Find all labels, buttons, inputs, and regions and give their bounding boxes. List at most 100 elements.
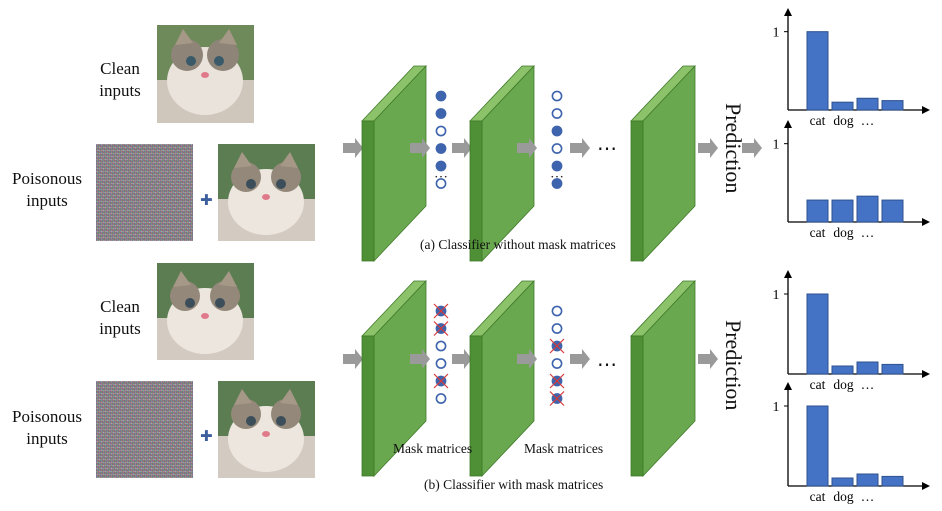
- row-a-mask-1-node: [435, 143, 447, 154]
- row-a-layer-3-face: [642, 64, 696, 263]
- row-b-mask-2-cross-mark: [549, 391, 565, 406]
- row-b-arrow-5: [698, 349, 718, 369]
- chart-1-bar: [806, 31, 829, 111]
- row-b-layer-3-face: [642, 279, 696, 478]
- caption-a: (a) Classifier without mask matrices: [420, 237, 616, 252]
- chart-4-bar: [831, 477, 854, 487]
- chart-3-x-arrow: [922, 370, 930, 378]
- chart-1-category-label: dog: [833, 113, 854, 128]
- poisoned-cat-image-a: [218, 144, 315, 241]
- chart-1-bar: [856, 97, 879, 111]
- chart-4-category-label: …: [861, 489, 875, 504]
- prediction-label-b: Prediction: [721, 320, 746, 411]
- chart-3-ytick-label: 1: [773, 288, 780, 303]
- row-a-mask-2-node: [551, 108, 563, 119]
- chart-2-category-label: dog: [833, 225, 854, 240]
- chart-4-bar: [856, 473, 879, 487]
- chart-3-bar: [856, 361, 879, 375]
- plus-icon-a: ✚: [200, 191, 213, 209]
- row-a-arrow-5: [698, 138, 718, 158]
- chart-1-x-arrow: [922, 106, 930, 114]
- row-b-arrow-3: [517, 349, 537, 369]
- chart-1-y-arrow: [784, 8, 792, 16]
- row-a-layer-2-side: [469, 120, 483, 262]
- row-a-arrow-1: [410, 138, 430, 158]
- row-a-layer-1-side: [361, 120, 375, 262]
- row-b-arrow-4: [570, 349, 590, 369]
- row-a-arrow-4: [570, 138, 590, 158]
- row-a-mask-2-ellipsis: …: [550, 167, 564, 182]
- chart-2-bar: [831, 199, 854, 223]
- layer-ellipsis-a: ⋯: [597, 138, 618, 160]
- row-b-mask-1-node: [435, 340, 447, 352]
- row-b-mask-2-cross-mark: [549, 373, 565, 389]
- row-a-mask-2-node: [551, 178, 563, 189]
- row-b-mask-2-node: [551, 305, 563, 317]
- row-b-mask-2-cross-mark: [549, 338, 565, 354]
- chart-3-category-label: cat: [810, 377, 826, 392]
- row-a-mask-1-node: [435, 125, 447, 137]
- row-a-mask-1-node: [435, 160, 447, 172]
- row-b-arrow-1: [410, 349, 430, 369]
- row-b-layer-3-side: [630, 335, 644, 477]
- prediction-label-a: Prediction: [721, 103, 746, 194]
- chart-2-category-label: …: [861, 225, 875, 240]
- chart-3-bar: [806, 293, 829, 375]
- row-a-mask-2-node: [551, 143, 563, 154]
- chart-3-category-label: dog: [833, 377, 854, 392]
- row-a-layer-3-side: [630, 120, 644, 262]
- chart-1-category-label: …: [861, 113, 875, 128]
- plus-icon-b: ✚: [200, 427, 213, 445]
- chart-1-ytick-label: 1: [773, 26, 780, 41]
- row-b-mask-1-node: [435, 358, 447, 369]
- row-b-arrow-2: [452, 349, 472, 369]
- row-b-mask-1-cross-mark: [433, 303, 449, 319]
- row-a-layer-2-face: [481, 64, 535, 263]
- chart-4-y-arrow: [784, 382, 792, 390]
- mask-matrices-label-2: Mask matrices: [524, 441, 604, 456]
- chart-3-category-label: …: [861, 377, 875, 392]
- chart-3-y-arrow: [784, 270, 792, 278]
- row-b-mask-1-cross-mark: [433, 321, 449, 336]
- chart-2-bar: [856, 195, 879, 223]
- row-a-arrow-3: [517, 138, 537, 158]
- row-b-mask-1-cross-mark: [433, 373, 449, 389]
- chart-1-bar: [881, 100, 904, 111]
- chart-4-category-label: dog: [833, 489, 854, 504]
- chart-2-bar: [806, 199, 829, 223]
- chart-1-bar: [831, 101, 854, 111]
- row-a-mask-1-ellipsis: …: [434, 167, 448, 182]
- row-b-mask-2-node: [551, 323, 563, 334]
- chart-3-bar: [831, 365, 854, 375]
- layer-ellipsis-b: ⋯: [597, 354, 618, 376]
- mask-matrices-label-1: Mask matrices: [393, 441, 473, 456]
- row-a-mask-2-node: [551, 90, 563, 102]
- row-a-input-arrow: [343, 138, 363, 158]
- poisoned-cat-image-b: [218, 381, 315, 478]
- clean-cat-image-b: [157, 263, 254, 360]
- row-a-mask-2-node: [551, 125, 563, 137]
- chart-4-ytick-label: 1: [773, 400, 780, 415]
- clean-cat-image-a: [157, 25, 254, 123]
- row-a-mask-1-node: [435, 90, 447, 102]
- row-b-mask-2-node: [551, 358, 563, 369]
- row-a-output-arrow: [742, 138, 762, 158]
- noise-pattern-image-a: [96, 144, 193, 241]
- row-b-layer-1-side: [361, 335, 375, 477]
- row-a-layer-1-face: [373, 64, 427, 263]
- chart-2-bar: [881, 199, 904, 223]
- chart-4-category-label: cat: [810, 489, 826, 504]
- row-a-mask-1-node: [435, 178, 447, 189]
- chart-3-bar: [881, 363, 904, 375]
- row-b-mask-1-node: [435, 393, 447, 404]
- chart-1-category-label: cat: [810, 113, 826, 128]
- chart-4-bar: [881, 475, 904, 487]
- row-b-input-arrow: [343, 349, 363, 369]
- chart-4-x-arrow: [922, 482, 930, 490]
